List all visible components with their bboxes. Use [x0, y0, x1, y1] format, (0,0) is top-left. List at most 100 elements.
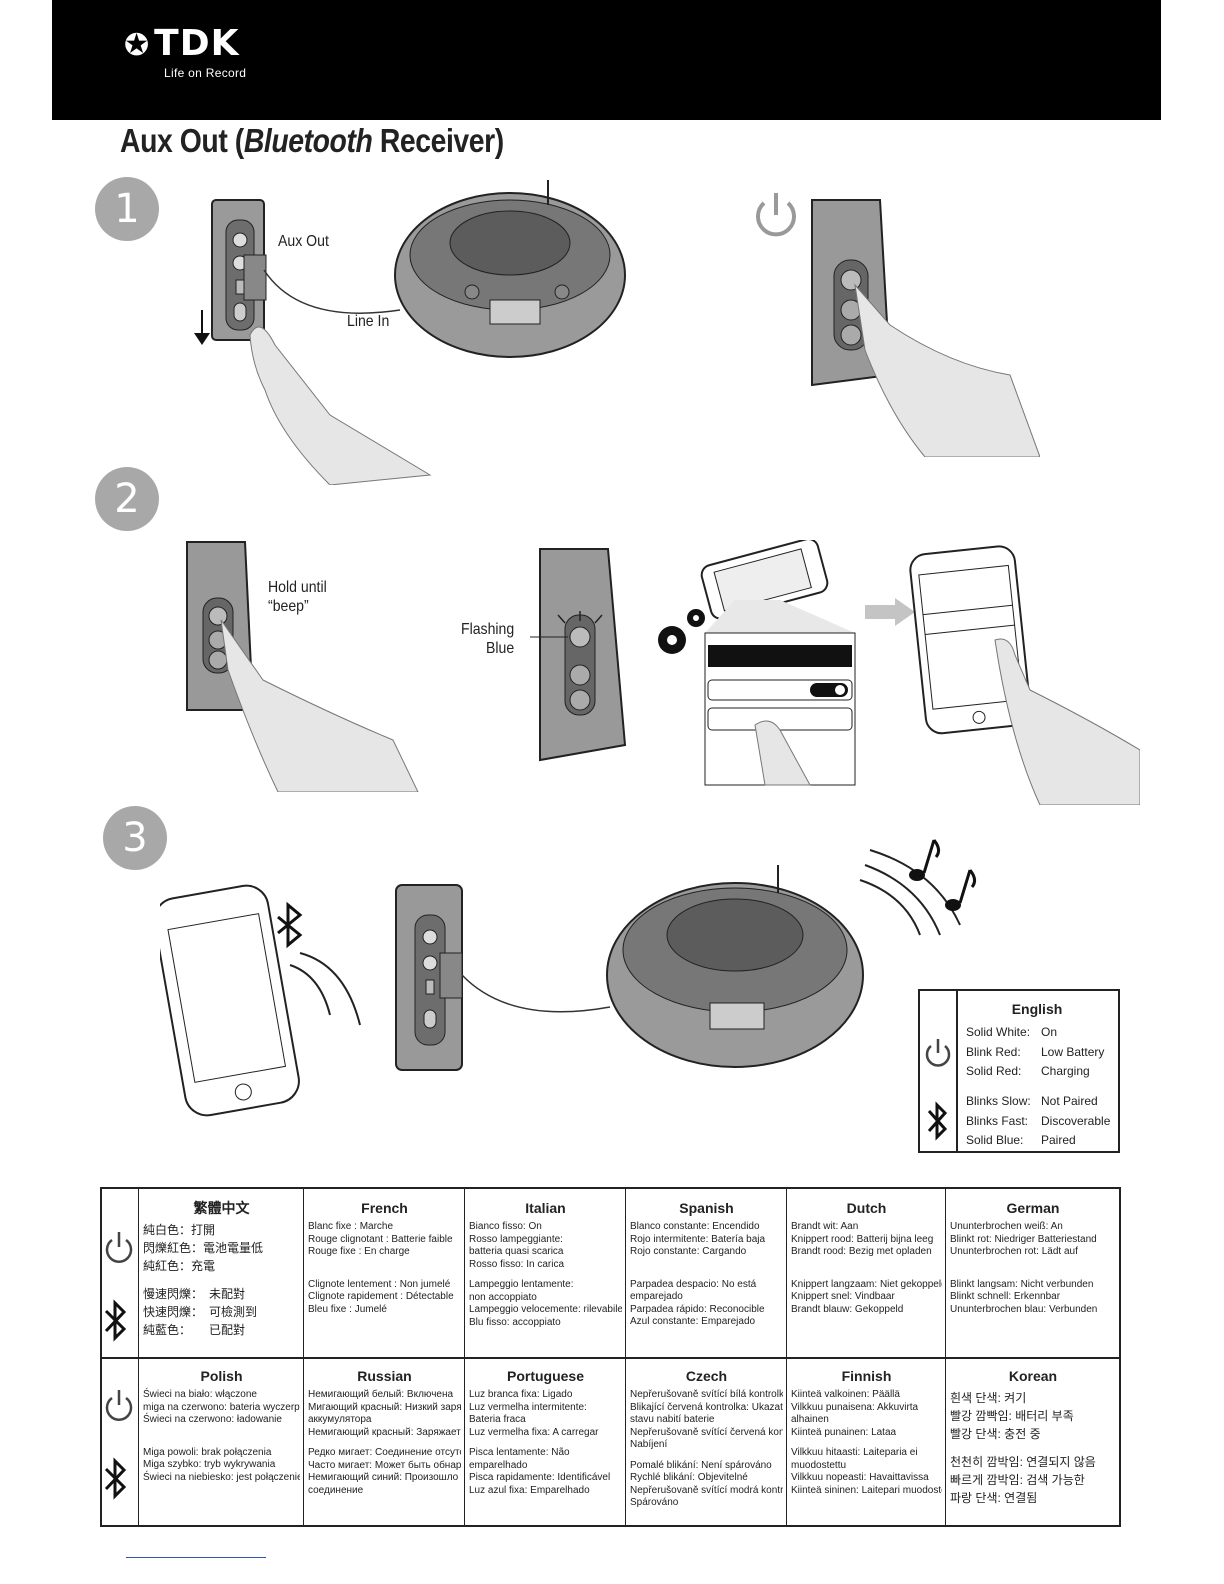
settings-gears-icon — [658, 609, 705, 654]
language-heading: Italian — [525, 1200, 566, 1216]
status-line: Nepřerušovaně svítící modrá kontrolka: — [630, 1484, 783, 1496]
table-divider — [138, 1189, 139, 1525]
status-line: Luz azul fixa: Emparelhado — [469, 1484, 590, 1496]
status-line: Kiinteä valkoinen: Päällä — [791, 1389, 900, 1400]
brand-name: TDK — [154, 23, 240, 64]
status-line: batteria quasi scarica — [469, 1246, 564, 1257]
status-line: Bianco fisso: On — [469, 1221, 542, 1232]
status-line: соединение — [308, 1484, 364, 1496]
status-line: аккумулятора — [308, 1414, 372, 1425]
language-heading: French — [361, 1200, 408, 1216]
bluetooth-icon — [104, 1299, 128, 1348]
step2-flashing-device-illustration — [530, 548, 627, 762]
step1-power-on-illustration — [756, 193, 1040, 457]
status-line: Kiinteä punainen: Lataa — [791, 1426, 897, 1438]
status-line: Świeci na biało: włączone — [143, 1389, 257, 1400]
step-number-3: 3 — [103, 806, 167, 870]
status-line: Pisca lentamente: Não — [469, 1447, 570, 1458]
status-line: Blikající červená kontrolka: Ukazatel ní… — [630, 1401, 783, 1413]
footer-rule — [126, 1557, 266, 1558]
status-line: Rouge clignotant : Batterie faible — [308, 1233, 453, 1245]
flashing-blue-label: Flashing Blue — [461, 621, 515, 657]
status-line: Clignote rapidement : Détectable — [308, 1291, 454, 1302]
status-line: Немигающий синий: Произошло — [308, 1472, 459, 1483]
step1-aux-connection-illustration — [194, 180, 626, 485]
legend-heading: English — [1011, 1001, 1063, 1017]
language-heading: Dutch — [846, 1200, 887, 1216]
status-line: Brandt blauw: Gekoppeld — [791, 1303, 904, 1315]
status-line: Brandt rood: Bezig met opladen — [791, 1246, 932, 1257]
status-line: 快速閃爍： 可檢測到 — [143, 1305, 258, 1319]
language-heading: Spanish — [679, 1200, 734, 1216]
table-divider — [945, 1189, 946, 1525]
status-line: Luz vermelha fixa: A carregar — [469, 1426, 599, 1438]
status-line: Blinkt schnell: Erkennbar — [950, 1291, 1061, 1302]
bluetooth-icon — [927, 1101, 948, 1141]
status-line: emparejado — [630, 1291, 683, 1302]
step-number-1: 1 — [95, 177, 159, 241]
status-line: Rosso fisso: In carica — [469, 1258, 565, 1270]
status-line: emparelhado — [469, 1459, 528, 1471]
status-line: 천천히 깜박임: 연결되지 않음 — [950, 1455, 1096, 1469]
language-heading: German — [1006, 1200, 1060, 1216]
power-icon — [104, 1229, 134, 1270]
status-line: Ununterbrochen blau: Verbunden — [950, 1303, 1098, 1315]
status-line: alhainen — [791, 1414, 829, 1425]
legend-row: Solid Blue:Paired — [966, 1133, 1076, 1147]
language-heading: Portuguese — [506, 1368, 584, 1384]
step3-streaming-illustration — [160, 839, 977, 1117]
status-line: Parpadea despacio: No está — [630, 1278, 757, 1290]
status-line: Ununterbrochen rot: Lädt auf — [950, 1246, 1078, 1257]
status-line: Brandt wit: Aan — [791, 1221, 859, 1232]
legend-row: Blink Red:Low Battery — [966, 1045, 1105, 1059]
status-line: Luz branca fixa: Ligado — [469, 1389, 573, 1400]
status-line: Lampeggio velocemente: rilevabile — [469, 1304, 622, 1315]
status-line: stavu nabití baterie — [630, 1414, 715, 1425]
aux-out-label: Aux Out — [278, 233, 329, 250]
status-line: Blinkt langsam: Nicht verbunden — [950, 1278, 1094, 1290]
status-line: Мигающий красный: Низкий заряд — [308, 1401, 461, 1413]
step2-phone-pairing-illustration — [658, 540, 1140, 805]
english-legend: English Solid White:On Blink Red:Low Bat… — [918, 989, 1120, 1153]
status-line: Kiinteä sininen: Laitepari muodostettu — [791, 1484, 942, 1496]
status-line: Rojo intermitente: Batería baja — [630, 1233, 766, 1245]
status-line: Rojo constante: Cargando — [630, 1246, 747, 1257]
table-divider — [464, 1189, 465, 1525]
language-heading: Polish — [200, 1368, 243, 1384]
step2-hold-button-illustration — [186, 541, 419, 792]
table-divider — [786, 1189, 787, 1525]
status-line: Nepřerušovaně svítící červená kontrolka: — [630, 1426, 783, 1438]
status-line: non accoppiato — [469, 1291, 537, 1303]
legend-row: Solid White:On — [966, 1025, 1058, 1039]
status-line: Nabíjení — [630, 1439, 668, 1450]
table-divider — [303, 1189, 304, 1525]
language-heading: Finnish — [841, 1368, 892, 1384]
status-line: 純白色：打開 — [143, 1223, 216, 1237]
status-line: Pisca rapidamente: Identificável — [469, 1472, 611, 1483]
status-line: Clignote lentement : Non jumelé — [308, 1278, 451, 1290]
power-icon — [104, 1387, 134, 1428]
status-line: Rychlé blikání: Objevitelné — [630, 1472, 748, 1483]
brand-tagline: Life on Record — [164, 66, 247, 80]
status-line: Vilkkuu punaisena: Akkuvirta — [791, 1401, 919, 1413]
status-line: Bateria fraca — [469, 1414, 526, 1425]
status-line: Miga powoli: brak połączenia — [143, 1446, 272, 1458]
table-divider — [625, 1189, 626, 1525]
status-line: Świeci na niebiesko: jest połączenie — [143, 1471, 300, 1483]
status-line: Knippert rood: Batterij bijna leeg — [791, 1233, 934, 1245]
phone-icon — [700, 540, 829, 620]
status-line: 빨강 단색: 충전 중 — [950, 1427, 1041, 1441]
status-line: miga na czerwono: bateria wyczerpuje się — [143, 1401, 300, 1413]
status-line: 慢速閃爍： 未配對 — [143, 1287, 246, 1301]
status-line: Vilkkuu hitaasti: Laiteparia ei — [791, 1447, 918, 1458]
status-line: muodostettu — [791, 1459, 847, 1471]
legend-row: Blinks Slow:Not Paired — [966, 1094, 1098, 1108]
step-number-2: 2 — [95, 467, 159, 531]
legend-row: Blinks Fast:Discoverable — [966, 1114, 1111, 1128]
status-line: Rosso lampeggiante: — [469, 1233, 563, 1245]
